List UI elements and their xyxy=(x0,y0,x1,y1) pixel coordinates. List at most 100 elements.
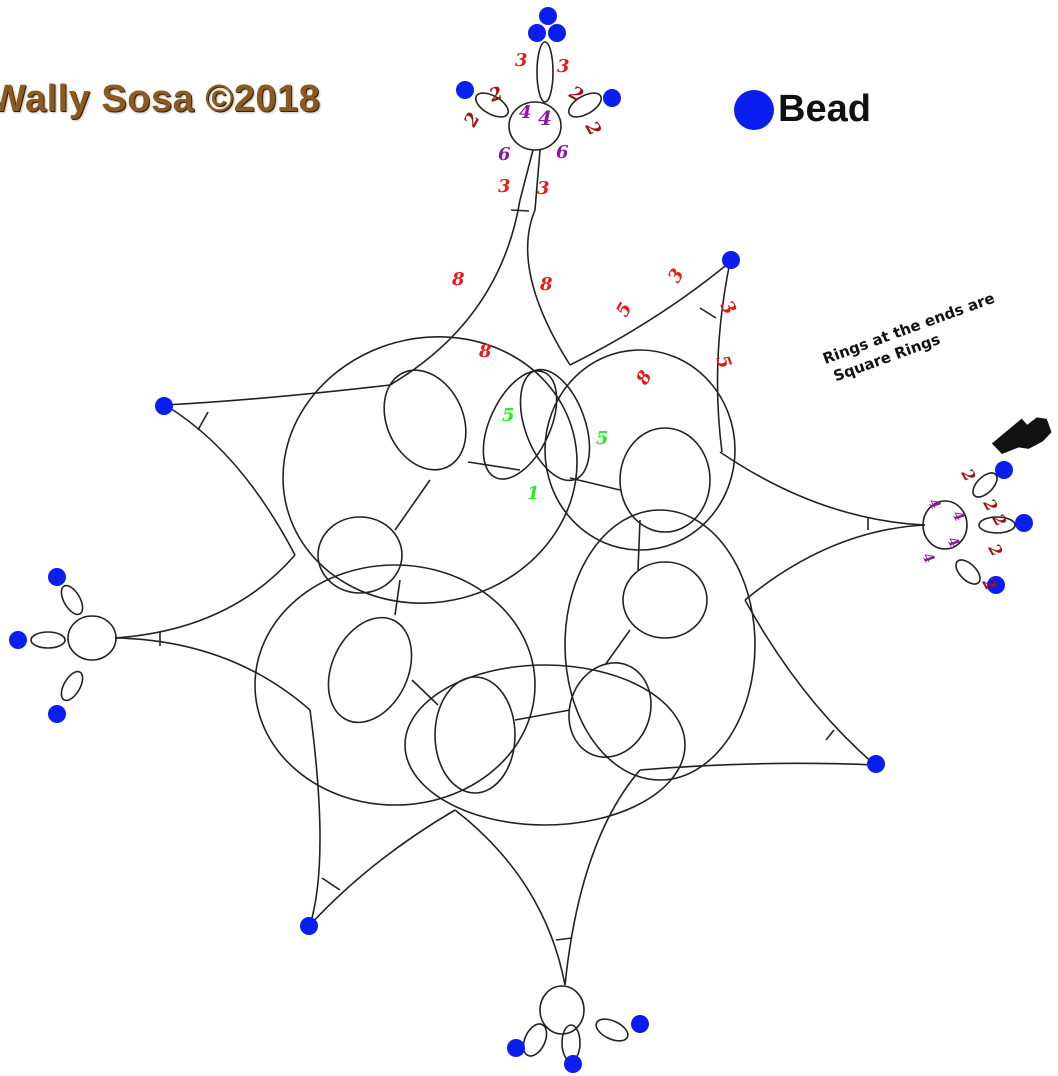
count-label: 3 xyxy=(716,297,740,318)
count-label: 4 xyxy=(538,106,552,130)
bead-legend-swatch xyxy=(734,89,774,130)
inner-chain-3 xyxy=(637,519,641,571)
count-label: 4 xyxy=(949,508,968,524)
bead xyxy=(507,1039,525,1057)
inner-ring-6 xyxy=(568,662,652,758)
count-label: 5 xyxy=(502,405,515,426)
count-label: 2 xyxy=(460,109,485,131)
left-arm-a xyxy=(114,554,296,639)
inner-ring-1 xyxy=(383,369,467,471)
bead xyxy=(528,24,546,42)
right-picot-2 xyxy=(978,516,1016,534)
count-label: 8 xyxy=(632,367,657,390)
left-picot-3 xyxy=(60,670,84,702)
count-label: 4 xyxy=(519,102,532,123)
lower-right-arm-a xyxy=(744,599,876,766)
outer-ring-right xyxy=(564,509,756,781)
count-label: 5 xyxy=(711,353,735,372)
top-picot-ring xyxy=(536,41,554,103)
inner-chain-6 xyxy=(411,679,439,706)
count-label: 2 xyxy=(580,117,605,139)
count-label: 2 xyxy=(984,540,1007,560)
lower-right-arm-b xyxy=(639,762,876,771)
outer-ring-top xyxy=(282,336,578,604)
inner-chain-8 xyxy=(394,479,431,531)
pointing-hand-icon xyxy=(991,417,1052,455)
bead xyxy=(548,24,566,42)
right-center-ring xyxy=(922,500,968,550)
count-label: 2 xyxy=(957,465,980,485)
top-left-picot xyxy=(474,92,510,118)
left-arm-b xyxy=(114,637,311,711)
inner-ring-2 xyxy=(482,370,558,480)
left-picot-2 xyxy=(30,631,66,649)
count-label: 3 xyxy=(664,265,688,286)
upper-left-arm-b xyxy=(164,404,296,556)
bottom-arm-b xyxy=(454,809,566,986)
lower-right-tie xyxy=(825,729,835,741)
count-label: 8 xyxy=(539,274,553,295)
top-arm-tie xyxy=(510,209,530,212)
copyright-title: Wally Sosa ©2018 xyxy=(0,78,321,120)
count-label: 3 xyxy=(498,176,511,197)
count-label: 3 xyxy=(537,178,550,199)
right-arm-b xyxy=(744,524,926,601)
bead xyxy=(867,755,885,773)
left-picot-1 xyxy=(60,584,84,616)
bead xyxy=(631,1015,649,1033)
count-label: 4 xyxy=(919,550,938,566)
top-arm-left xyxy=(389,199,521,386)
inner-ring-8 xyxy=(327,616,413,724)
bead xyxy=(1015,514,1033,532)
legend-label: Bead xyxy=(778,88,871,130)
bottom-arm-a xyxy=(564,769,641,986)
inner-chain-5 xyxy=(514,709,571,721)
outer-ring-lower xyxy=(404,664,686,826)
lower-left-arm-b xyxy=(309,809,456,926)
bottom-picot-3 xyxy=(595,1018,629,1042)
bead xyxy=(9,631,27,649)
count-label: 2 xyxy=(565,82,587,107)
right-picot-3 xyxy=(955,559,981,585)
bead xyxy=(722,251,740,269)
count-label: 5 xyxy=(596,428,609,449)
inner-ring-7 xyxy=(434,676,516,794)
count-label: 3 xyxy=(557,56,570,77)
bead xyxy=(987,576,1005,594)
top-right-picot xyxy=(567,92,603,118)
count-label: 1 xyxy=(527,483,540,504)
count-label: 8 xyxy=(478,341,492,362)
lower-left-tie xyxy=(321,877,341,891)
legend: Bead xyxy=(734,88,871,131)
lower-left-arm-a xyxy=(309,709,321,926)
inner-ring-5 xyxy=(622,561,708,639)
bead xyxy=(564,1055,582,1073)
inner-chain-1 xyxy=(467,461,521,471)
right-picot-1 xyxy=(972,472,998,498)
upper-left-tie xyxy=(197,411,209,431)
left-center-ring xyxy=(67,615,117,661)
outer-ring-upper-right xyxy=(544,349,736,551)
upper-right-tie xyxy=(699,307,717,319)
bead xyxy=(155,397,173,415)
bead xyxy=(603,89,621,107)
upper-right-arm-b xyxy=(716,261,731,453)
inner-chain-2 xyxy=(569,477,621,491)
bead xyxy=(456,81,474,99)
count-label: 2 xyxy=(988,510,1011,530)
count-label: 2 xyxy=(486,83,506,107)
bottom-center-ring xyxy=(539,985,585,1035)
inner-ring-3 xyxy=(519,368,591,482)
top-arm-stem xyxy=(519,149,541,211)
thread-lines xyxy=(30,41,1016,1062)
count-label: 6 xyxy=(556,142,569,163)
inner-ring-9 xyxy=(317,516,403,594)
top-arm-right xyxy=(526,209,571,366)
count-label: 2 xyxy=(979,495,1002,515)
outer-ring-left xyxy=(254,564,536,806)
right-arm-a xyxy=(719,451,926,526)
bead xyxy=(48,705,66,723)
inner-chain-7 xyxy=(394,579,401,616)
